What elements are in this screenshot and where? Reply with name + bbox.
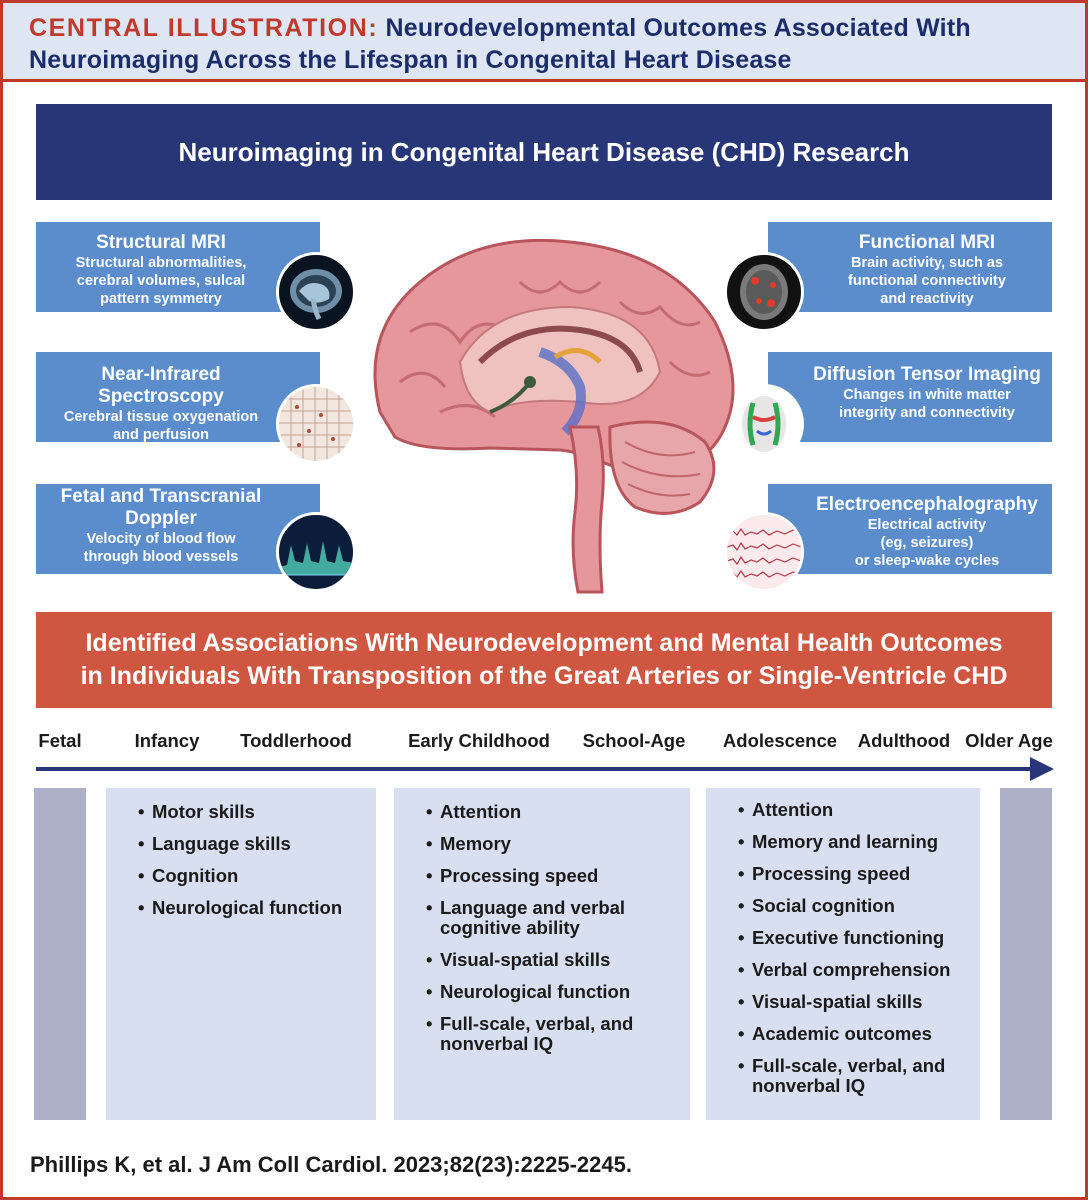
method-desc-line: Electrical activity — [867, 517, 987, 533]
adolescence-outcomes-list: Attention Memory and learning Processing… — [706, 788, 980, 1096]
method-desc-line: functional connectivity — [848, 273, 1006, 289]
dti-tractography-icon — [724, 384, 804, 464]
fetal-panel — [34, 788, 86, 1120]
infancy-toddlerhood-panel: Motor skills Language skills Cognition N… — [106, 788, 376, 1120]
list-item: Social cognition — [706, 896, 966, 917]
list-item: Visual-spatial skills — [706, 992, 966, 1013]
list-item: Academic outcomes — [706, 1024, 966, 1045]
list-item: Neurological function — [106, 898, 362, 919]
list-item: Memory — [394, 834, 676, 855]
citation: Phillips K, et al. J Am Coll Cardiol. 20… — [30, 1152, 632, 1177]
header-title-line2: Neuroimaging Across the Lifespan in Cong… — [29, 46, 792, 74]
brain-mri-sagittal-icon — [276, 252, 356, 332]
list-item: Processing speed — [706, 864, 966, 885]
method-desc-line: through blood vessels — [83, 549, 239, 565]
timeline-label-school-age: School-Age — [582, 730, 686, 751]
method-desc-line: or sleep-wake cycles — [854, 553, 1000, 569]
method-title: Structural MRI — [96, 232, 226, 253]
childhood-outcomes-list: Attention Memory Processing speed Langua… — [394, 788, 690, 1054]
list-item: Attention — [394, 802, 676, 823]
method-desc-line: Velocity of blood flow — [86, 531, 236, 547]
method-title: Electroencephalography — [816, 494, 1038, 515]
list-item: Language and verbal cognitive ability — [394, 898, 676, 938]
header-title-line1: CENTRAL ILLUSTRATION: Neurodevelopmental… — [29, 14, 971, 43]
method-title-line2: Doppler — [125, 508, 197, 529]
method-nirs: Near-Infrared Spectroscopy Cerebral tiss… — [36, 352, 320, 443]
method-desc-line: and perfusion — [113, 427, 209, 443]
timeline-labels: Fetal Infancy Toddlerhood Early Childhoo… — [0, 730, 1088, 756]
list-item: Memory and learning — [706, 832, 966, 853]
list-item: Visual-spatial skills — [394, 950, 676, 971]
timeline-label-adulthood: Adulthood — [857, 730, 951, 751]
method-eeg: Electroencephalography Electrical activi… — [768, 484, 1052, 574]
associations-banner-line1: Identified Associations With Neurodevelo… — [85, 629, 1003, 657]
adolescence-adulthood-panel: Attention Memory and learning Processing… — [706, 788, 980, 1120]
list-item: Executive functioning — [706, 928, 966, 949]
method-dti: Diffusion Tensor Imaging Changes in whit… — [768, 352, 1052, 442]
childhood-panel: Attention Memory Processing speed Langua… — [394, 788, 690, 1120]
method-desc-line: cerebral volumes, sulcal — [76, 273, 246, 289]
list-item: Verbal comprehension — [706, 960, 966, 981]
list-item: Attention — [706, 800, 966, 821]
method-title: Diffusion Tensor Imaging — [813, 364, 1041, 385]
fmri-activation-icon — [724, 252, 804, 332]
timeline-label-toddlerhood: Toddlerhood — [240, 730, 352, 751]
method-desc-line: and reactivity — [880, 291, 974, 307]
neuroimaging-banner: Neuroimaging in Congenital Heart Disease… — [36, 104, 1052, 200]
doppler-waveform-icon — [276, 512, 356, 592]
method-desc-line: Brain activity, such as — [850, 255, 1004, 271]
header-title-text: Neurodevelopmental Outcomes Associated W… — [385, 14, 971, 42]
method-title: Fetal and Transcranial — [60, 486, 262, 507]
nirs-grid-icon — [276, 384, 356, 464]
timeline-arrow — [36, 756, 1056, 782]
method-desc-line: Structural abnormalities, — [75, 255, 247, 271]
method-functional-mri: Functional MRI Brain activity, such as f… — [768, 222, 1052, 312]
timeline-label-infancy: Infancy — [134, 730, 200, 751]
brain-illustration — [340, 212, 750, 602]
timeline-label-fetal: Fetal — [38, 730, 82, 751]
list-item: Motor skills — [106, 802, 362, 823]
list-item: Processing speed — [394, 866, 676, 887]
method-desc-line: Cerebral tissue oxygenation — [63, 409, 259, 425]
list-item: Cognition — [106, 866, 362, 887]
eeg-trace-icon — [724, 512, 804, 592]
method-desc-line: (eg, seizures) — [880, 535, 974, 551]
method-desc-line: Changes in white matter — [843, 387, 1011, 403]
list-item: Full-scale, verbal, and nonverbal IQ — [394, 1014, 676, 1054]
infancy-outcomes-list: Motor skills Language skills Cognition N… — [106, 788, 376, 919]
header-prefix: CENTRAL ILLUSTRATION: — [29, 14, 379, 42]
figure-header: CENTRAL ILLUSTRATION: Neurodevelopmental… — [3, 3, 1085, 82]
list-item: Language skills — [106, 834, 362, 855]
timeline-label-early-childhood: Early Childhood — [408, 730, 550, 751]
timeline-label-adolescence: Adolescence — [722, 730, 838, 751]
method-doppler: Fetal and Transcranial Doppler Velocity … — [36, 484, 320, 574]
method-title: Near-Infrared Spectroscopy — [98, 364, 224, 407]
older-age-panel — [1000, 788, 1052, 1120]
method-desc-line: pattern symmetry — [100, 291, 222, 307]
list-item: Neurological function — [394, 982, 676, 1003]
method-title: Functional MRI — [858, 232, 996, 253]
list-item: Full-scale, verbal, and nonverbal IQ — [706, 1056, 966, 1096]
associations-banner: Identified Associations With Neurodevelo… — [36, 612, 1052, 708]
timeline-label-older-age: Older Age — [965, 730, 1053, 751]
method-desc-line: integrity and connectivity — [839, 405, 1015, 421]
associations-banner-line2: in Individuals With Transposition of the… — [80, 662, 1008, 690]
method-structural-mri: Structural MRI Structural abnormalities,… — [36, 222, 320, 312]
